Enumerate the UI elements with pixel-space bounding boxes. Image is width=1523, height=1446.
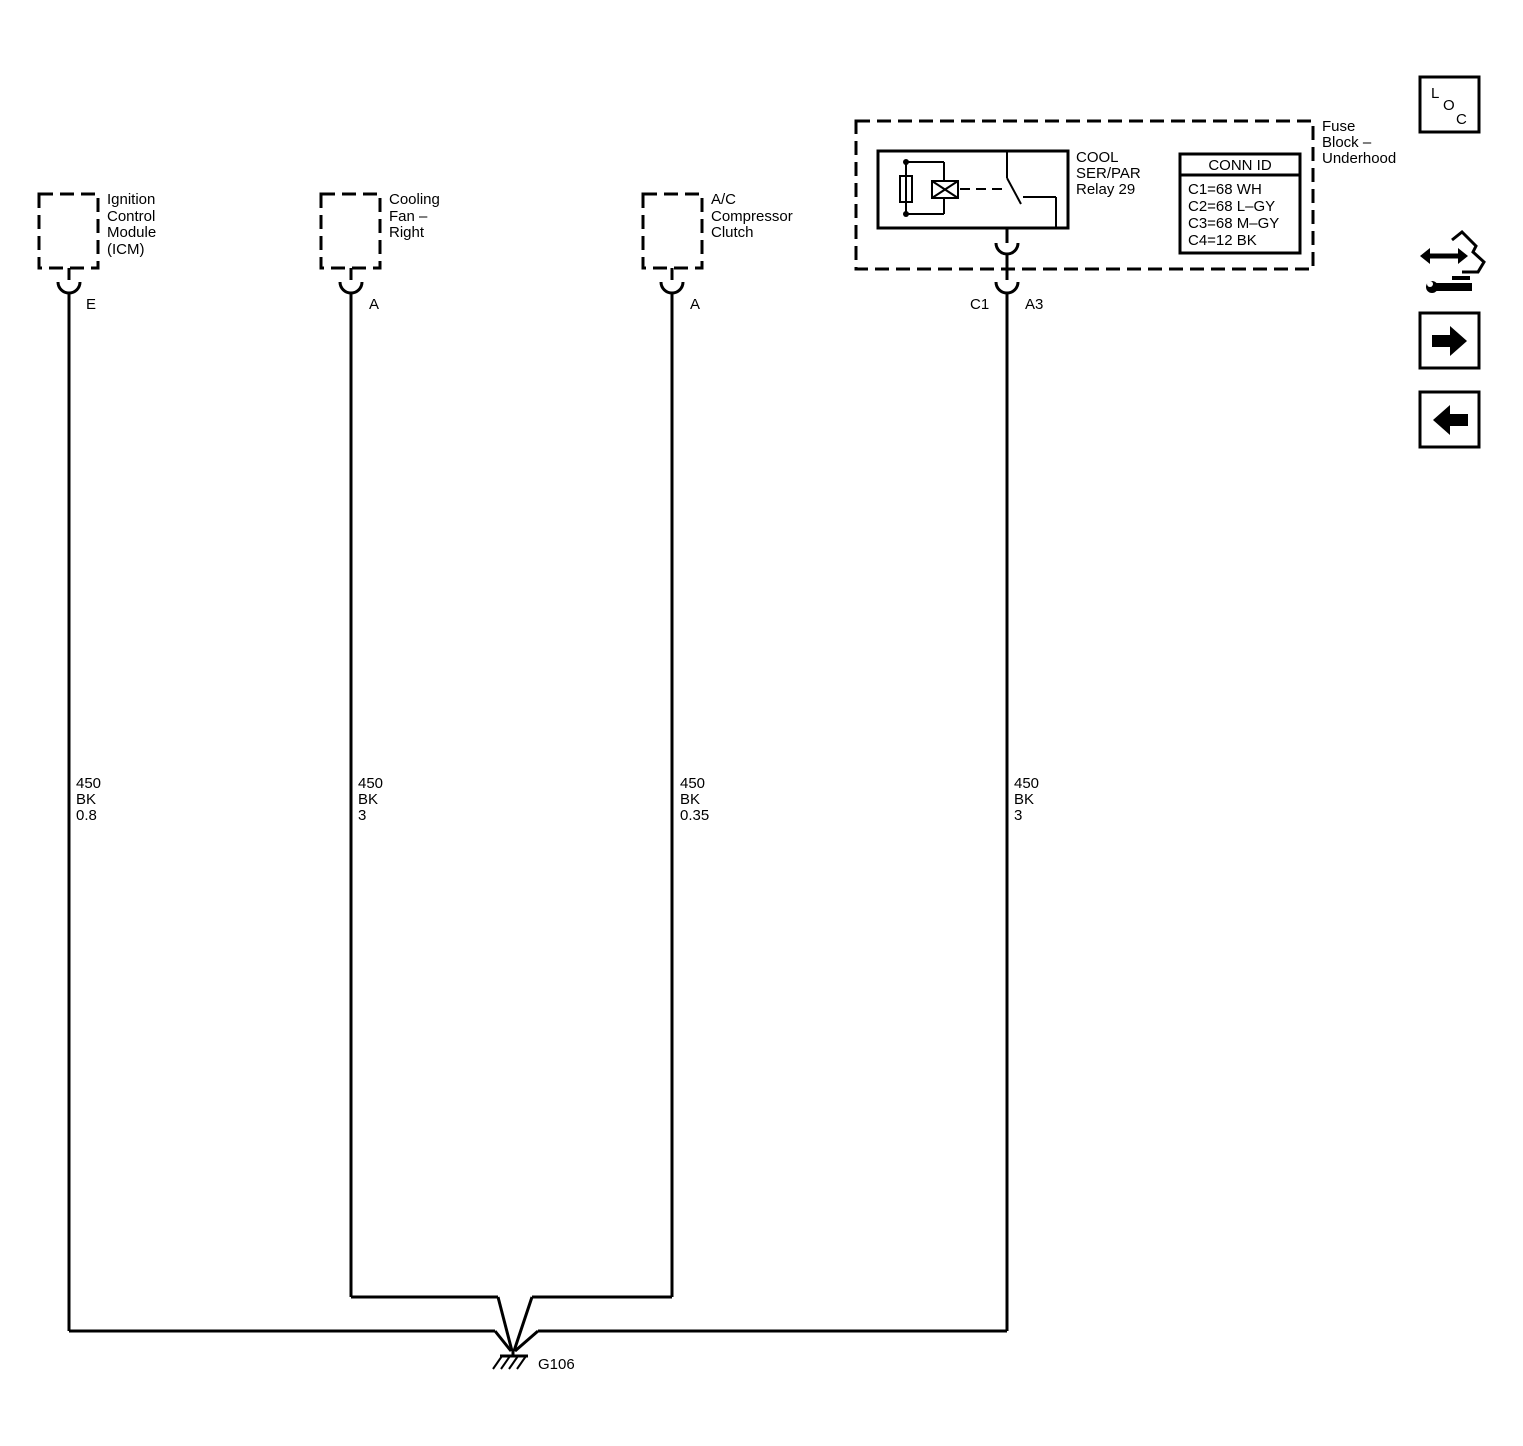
conn-id-row-3: C3=68 M–GY: [1188, 215, 1279, 232]
relay-label-line-3: Relay 29: [1076, 181, 1135, 198]
previous-button[interactable]: [1418, 390, 1481, 449]
ac-compressor-pin: A: [690, 296, 700, 313]
wire-4-color: BK: [1014, 791, 1034, 808]
loc-letter-o: O: [1443, 97, 1455, 114]
fuse-block-component: Fuse Block – Underhood COOL S: [854, 118, 1396, 313]
ac-compressor-connector: [659, 281, 685, 295]
wire-2-color: BK: [358, 791, 378, 808]
relay-label-line-2: SER/PAR: [1076, 165, 1141, 182]
ground-symbol: G106: [492, 1350, 575, 1373]
ac-compressor-label-line-1: A/C: [711, 191, 736, 208]
ground-label: G106: [538, 1356, 575, 1373]
relay-coil-symbol: [931, 180, 959, 199]
conn-id-row-2: C2=68 L–GY: [1188, 198, 1275, 215]
wire-1-size: 0.8: [76, 807, 97, 824]
cooling-fan-connector: [338, 281, 364, 295]
conn-id-title: CONN ID: [1208, 157, 1272, 174]
relay-label-line-1: COOL: [1076, 149, 1119, 166]
fuse-block-pin: A3: [1025, 296, 1043, 313]
icm-label-line-3: Module: [107, 224, 156, 241]
icm-pin: E: [86, 296, 96, 313]
icm-label-line-1: Ignition: [107, 191, 155, 208]
fuse-block-label-line-3: Underhood: [1322, 150, 1396, 167]
ac-compressor-box: [641, 192, 704, 270]
wire-runs: [67, 293, 1009, 1353]
icm-connector: [56, 281, 82, 295]
icm-component: Ignition Control Module (ICM) E: [37, 191, 156, 313]
fuse-block-box: [854, 119, 1315, 271]
relay-symbol: COOL SER/PAR Relay 29: [876, 149, 1141, 230]
wire-4-size: 3: [1014, 807, 1022, 824]
loc-button[interactable]: L O C: [1418, 75, 1481, 134]
arrow-left-icon: [1433, 405, 1468, 435]
wire-3-color: BK: [680, 791, 700, 808]
loc-letter-c: C: [1456, 111, 1467, 128]
wire-2-circuit: 450: [358, 775, 383, 792]
connector-wrench-icon[interactable]: [1420, 229, 1486, 293]
conn-id-row-1: C1=68 WH: [1188, 181, 1262, 198]
conn-id-row-4: C4=12 BK: [1188, 232, 1257, 249]
fuse-block-connector-id: C1: [970, 296, 989, 313]
next-button[interactable]: [1418, 311, 1481, 370]
wire-1-circuit: 450: [76, 775, 101, 792]
ac-compressor-label-line-3: Clutch: [711, 224, 754, 241]
cooling-fan-label-line-3: Right: [389, 224, 425, 241]
ac-compressor-label-line-2: Compressor: [711, 208, 793, 225]
fuse-block-label-line-2: Block –: [1322, 134, 1372, 151]
wire-1-color: BK: [76, 791, 96, 808]
wire-4-circuit: 450: [1014, 775, 1039, 792]
icm-label-line-4: (ICM): [107, 241, 145, 258]
relay-box: [876, 149, 1070, 230]
fuse-block-label-line-1: Fuse: [1322, 118, 1355, 135]
ac-compressor-component: A/C Compressor Clutch A: [641, 191, 793, 313]
conn-id-table: CONN ID C1=68 WH C2=68 L–GY C3=68 M–GY C…: [1178, 152, 1302, 255]
wire-3-size: 0.35: [680, 807, 709, 824]
resistor-symbol: [899, 175, 913, 203]
cooling-fan-pin: A: [369, 296, 379, 313]
cooling-fan-right-component: Cooling Fan – Right A: [319, 191, 440, 313]
cooling-fan-label-line-1: Cooling: [389, 191, 440, 208]
icm-box: [37, 192, 100, 270]
wire-3-circuit: 450: [680, 775, 705, 792]
wire-2-size: 3: [358, 807, 366, 824]
fuse-block-connector: [994, 281, 1020, 295]
cooling-fan-box: [319, 192, 382, 270]
relay-switch-contact: [1006, 177, 1022, 205]
loc-letter-l: L: [1431, 85, 1439, 102]
arrow-right-icon: [1432, 326, 1467, 356]
conn-id-box: [1178, 152, 1302, 255]
wire-labels: 450 BK 0.8 450 BK 3 450 BK 0.35 450 BK 3: [76, 775, 1039, 824]
cooling-fan-label-line-2: Fan –: [389, 208, 428, 225]
icm-label-line-2: Control: [107, 208, 155, 225]
